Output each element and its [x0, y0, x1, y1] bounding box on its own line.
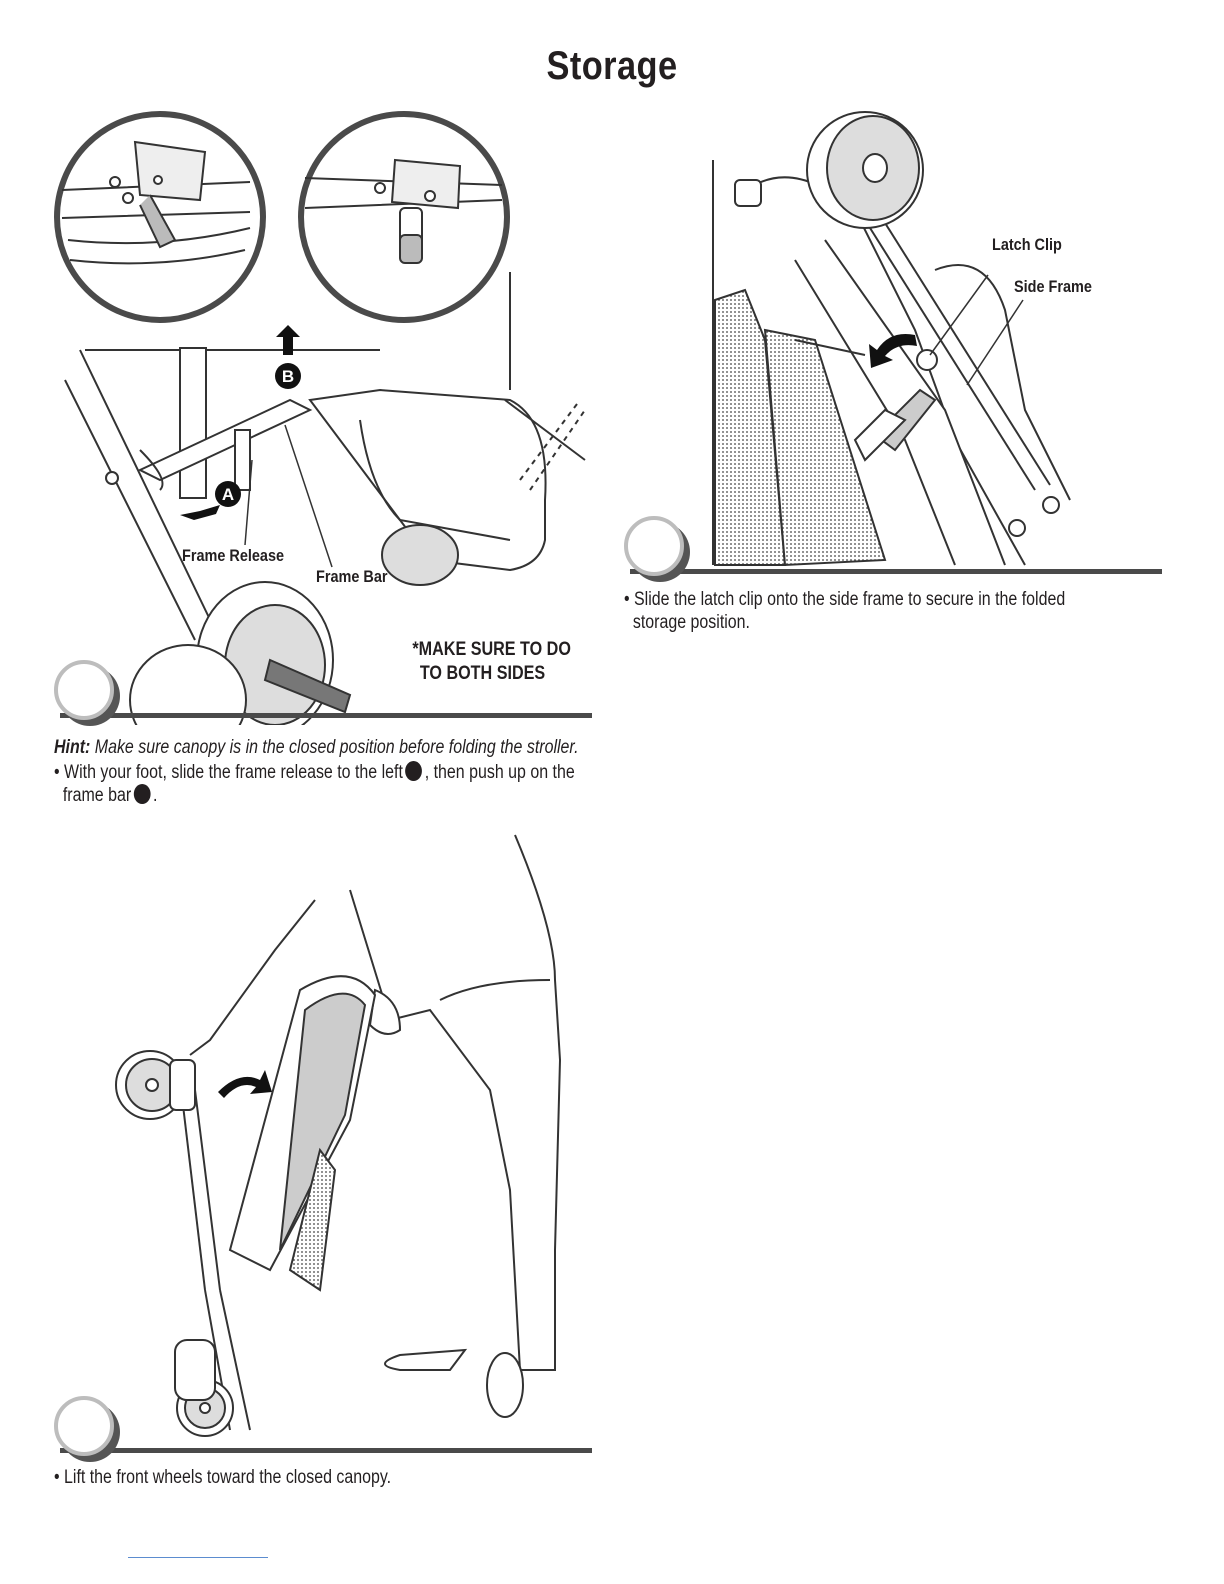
step3-number-badge [624, 516, 684, 576]
step3-text-line1: Slide the latch clip onto the side frame… [634, 589, 1066, 610]
folded-frame-closeup [712, 111, 1071, 567]
stroller-frame-drawing [64, 272, 586, 641]
step3-text-line2: storage position. [632, 612, 750, 633]
page-title: Storage [546, 44, 678, 88]
marker-a-dot [405, 761, 423, 781]
step1-instruction: • With your foot, slide the frame releas… [54, 761, 592, 807]
curved-arrow-icon [869, 334, 917, 368]
label-latch-clip: Latch Clip [992, 235, 1062, 254]
bullet: • [624, 589, 630, 610]
front-wheels-drawing [129, 581, 352, 725]
step1-text-part2: , then push up on the [424, 762, 575, 783]
label-side-frame: Side Frame [1014, 277, 1092, 296]
bullet: • [54, 1467, 60, 1488]
marker-b-label: B [282, 367, 294, 386]
leader-side-frame [966, 299, 1024, 386]
step1-text-part4: . [153, 785, 158, 806]
step1-rule [60, 713, 592, 718]
person-drawing [189, 834, 562, 1418]
marker-b-dot [133, 784, 151, 804]
hint-text: Make sure canopy is in the closed positi… [94, 737, 579, 758]
label-frame-bar: Frame Bar [316, 567, 388, 586]
step1-text-part1: With your foot, slide the frame release … [64, 762, 403, 783]
marker-b: B [275, 363, 301, 389]
step3-rule [630, 569, 1162, 574]
both-sides-note: *MAKE SURE TO DO TO BOTH SIDES [412, 638, 571, 686]
label-frame-release: Frame Release [182, 546, 285, 565]
footer-link-underline [128, 1557, 268, 1558]
folded-stroller-drawing [115, 975, 377, 1437]
arrow-left-icon [180, 505, 220, 520]
marker-a: A [215, 481, 241, 507]
note-line-1: *MAKE SURE TO DO [412, 639, 571, 660]
zoom-detail-right [298, 111, 510, 323]
step2-instruction: • Lift the front wheels toward the close… [54, 1466, 558, 1489]
bullet: • [54, 762, 60, 783]
zoom-detail-left [54, 111, 266, 323]
step2-rule [60, 1448, 592, 1453]
leader-frame-release [244, 459, 253, 546]
arrow-up-icon [276, 325, 300, 355]
leader-frame-bar [284, 424, 333, 568]
marker-a-label: A [222, 485, 234, 504]
step2-text: Lift the front wheels toward the closed … [64, 1467, 392, 1488]
step1-text-part3: frame bar [62, 785, 132, 806]
step1-number-badge [54, 660, 114, 720]
note-line-2: TO BOTH SIDES [419, 663, 546, 684]
step1-illustration: A B [54, 111, 586, 725]
curved-arrow-icon [218, 1070, 272, 1098]
step2-number-badge [54, 1396, 114, 1456]
step2-illustration [115, 834, 562, 1437]
leader-latch-clip [929, 274, 989, 356]
step1-hint: Hint: Make sure canopy is in the closed … [54, 736, 583, 759]
step3-instruction: • Slide the latch clip onto the side fra… [624, 588, 1145, 634]
step3-illustration [712, 111, 1071, 567]
hint-label: Hint: [54, 737, 91, 758]
